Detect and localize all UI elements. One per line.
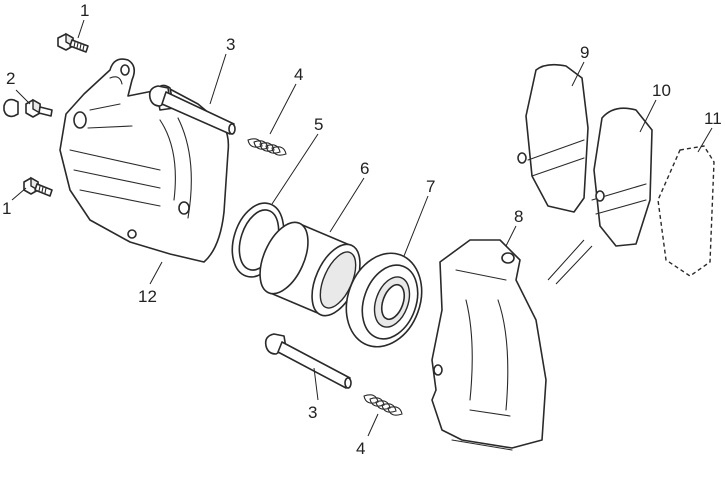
callout-4-top: 4 <box>294 65 303 84</box>
callout-5: 5 <box>314 115 323 134</box>
callout-6: 6 <box>360 159 369 178</box>
part-4-spring-top <box>247 138 287 156</box>
callout-1-left: 1 <box>2 199 11 218</box>
callout-labels: 1 2 1 3 4 5 6 7 8 9 10 11 12 3 4 <box>2 1 722 458</box>
part-3-guide-pin-top <box>148 85 236 135</box>
part-1-bolt-left <box>23 176 53 197</box>
callout-4-bottom: 4 <box>356 439 365 458</box>
callout-2: 2 <box>6 69 15 88</box>
assembly-arrow <box>547 239 593 285</box>
callout-11: 11 <box>704 109 722 128</box>
part-3-guide-pin-bottom <box>264 333 352 389</box>
part-12-caliper-body <box>59 58 230 263</box>
part-4-spring-bottom <box>363 394 403 416</box>
part-6-piston <box>259 221 361 317</box>
leader-lines <box>11 19 713 437</box>
callout-7: 7 <box>426 177 435 196</box>
callout-12: 12 <box>138 287 157 306</box>
callout-3-bottom: 3 <box>308 403 317 422</box>
part-8-caliper-bracket <box>431 239 547 451</box>
callout-8: 8 <box>514 207 523 226</box>
callout-1-top: 1 <box>80 1 89 20</box>
part-2-bleeder-screw <box>3 98 53 118</box>
part-1-bolt-top <box>57 32 89 53</box>
part-7-dust-boot <box>345 252 423 348</box>
part-11-shim <box>657 145 715 277</box>
part-9-inner-pad <box>517 63 589 213</box>
callout-9: 9 <box>580 43 589 62</box>
callout-10: 10 <box>652 81 671 100</box>
part-10-outer-pad <box>591 107 653 247</box>
callout-3-top: 3 <box>226 35 235 54</box>
